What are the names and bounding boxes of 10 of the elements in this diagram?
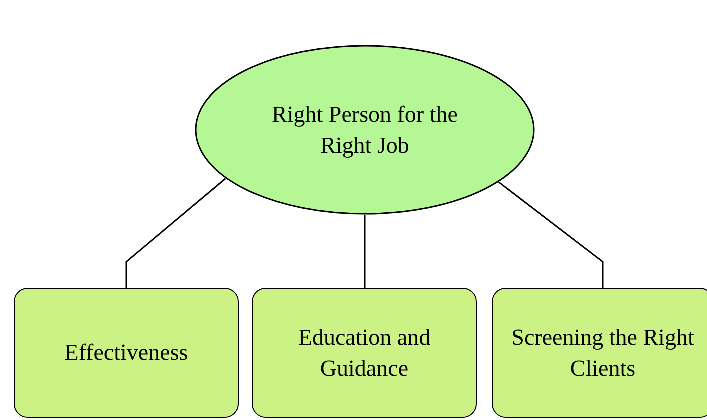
node-text: Screening the Right Clients [510, 324, 696, 383]
rounded-box [252, 288, 477, 418]
node-text: Right Person for the Right Job [271, 100, 459, 160]
rounded-box [14, 288, 239, 418]
rounded-box [492, 288, 707, 418]
connector-line [364, 215, 366, 288]
connector-line [126, 178, 226, 288]
node-text: Effectiveness [64, 339, 190, 368]
node-text: Education and Guidance [297, 324, 432, 383]
connector-line [498, 182, 604, 288]
